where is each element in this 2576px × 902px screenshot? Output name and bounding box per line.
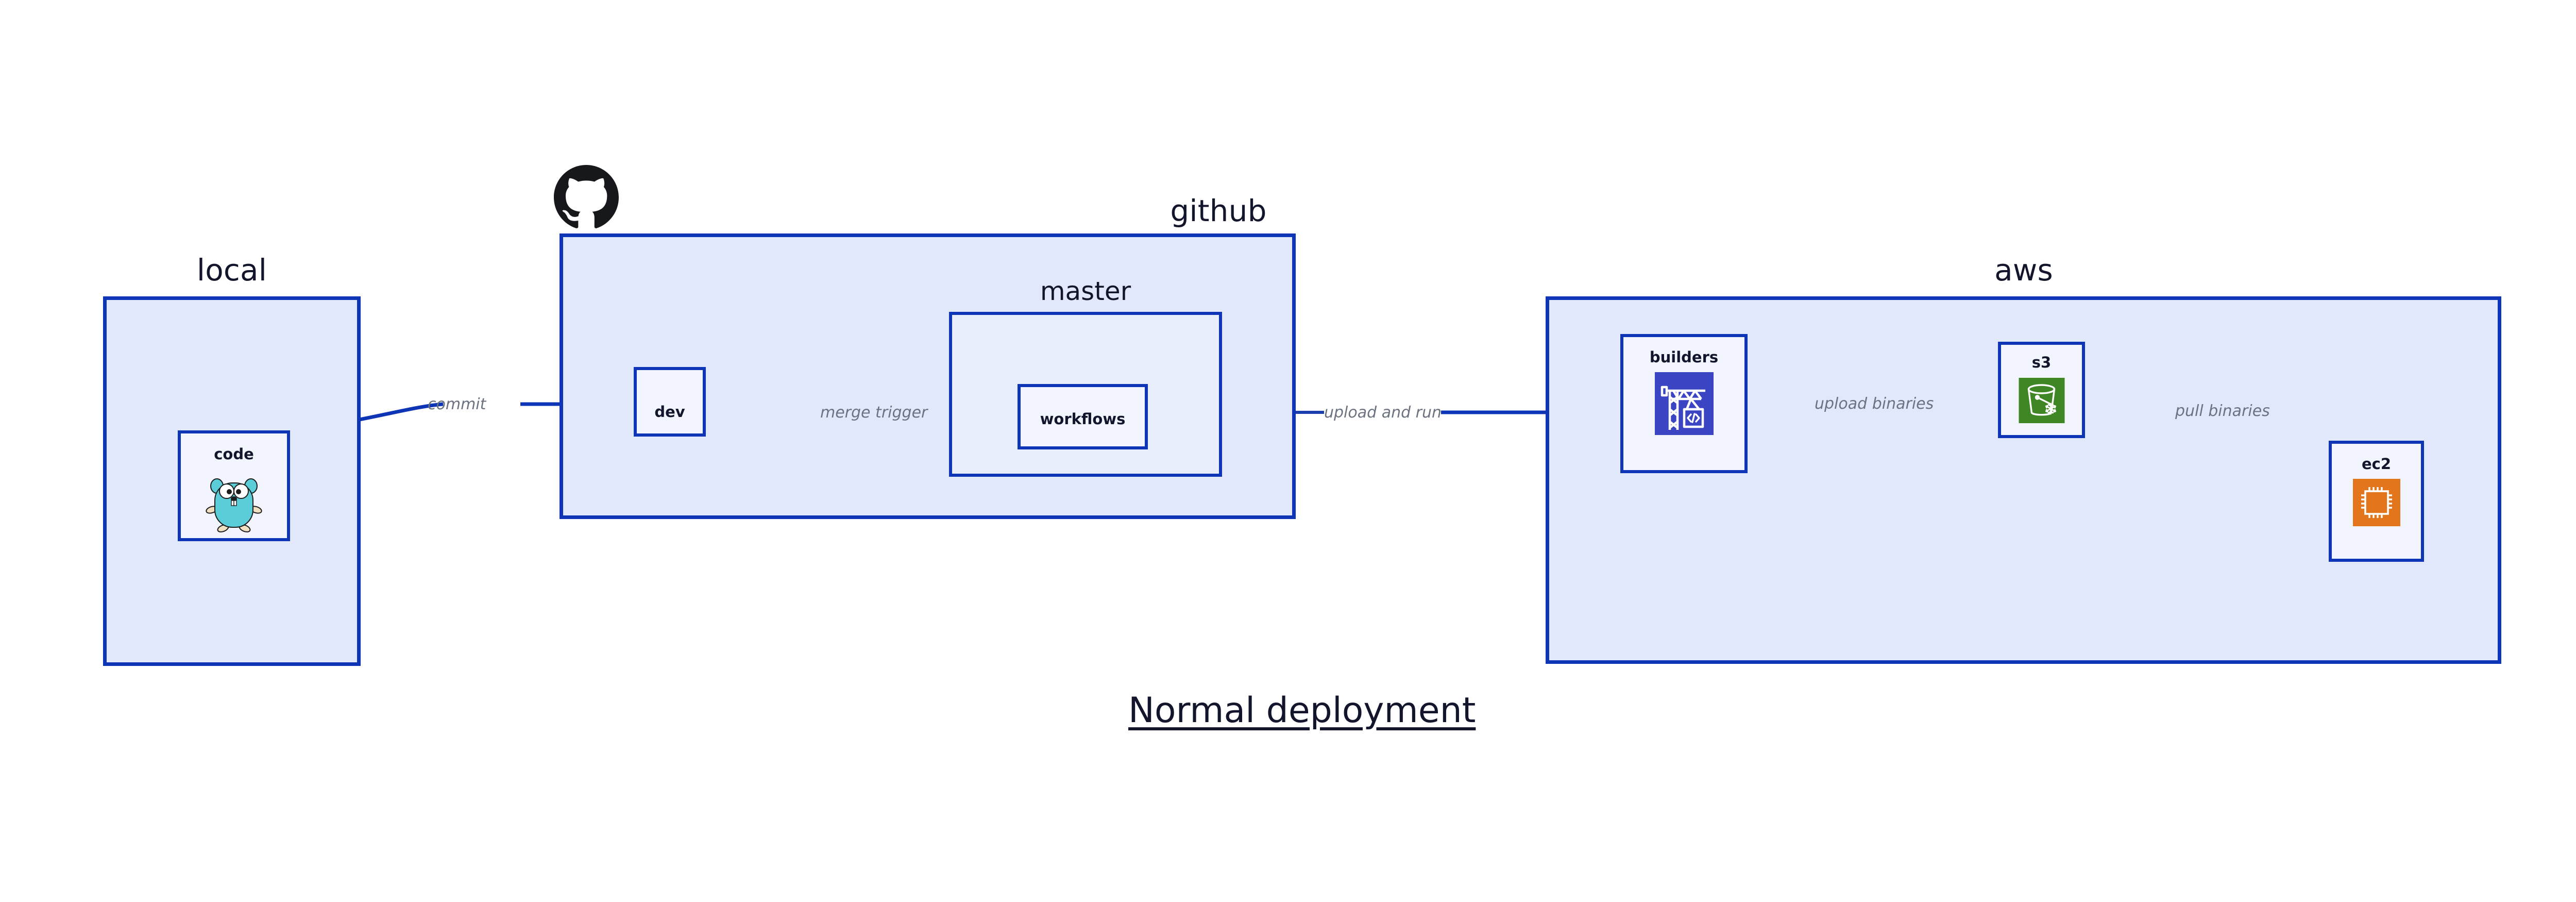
node-dev[interactable]: dev <box>634 367 706 437</box>
go-gopher-icon <box>206 471 262 532</box>
node-label-builders: builders <box>1649 348 1719 366</box>
subgroup-title-master: master <box>1040 276 1131 306</box>
cpu-chip-icon <box>2352 479 2400 526</box>
node-label-dev: dev <box>654 403 685 421</box>
node-label-ec2: ec2 <box>2361 455 2392 473</box>
diagram-caption: Normal deployment <box>1128 690 1476 731</box>
edge-label-upload-and-run: upload and run <box>1324 404 1442 422</box>
edge-label-commit: commit <box>428 395 486 413</box>
node-builders[interactable]: builders <box>1620 334 1748 473</box>
group-title-local: local <box>196 253 267 288</box>
node-workflows[interactable]: workflows <box>1018 384 1148 449</box>
node-code[interactable]: code <box>178 430 290 541</box>
edge-label-pull-binaries: pull binaries <box>2175 402 2270 420</box>
group-title-aws: aws <box>1994 253 2053 288</box>
s3-bucket-icon <box>2019 378 2064 423</box>
node-label-workflows: workflows <box>1040 410 1126 428</box>
node-s3[interactable]: s3 <box>1998 342 2085 438</box>
crane-code-icon <box>1654 372 1714 435</box>
group-title-github: github <box>1170 193 1267 228</box>
edge-label-upload-binaries: upload binaries <box>1815 395 1934 413</box>
node-label-code: code <box>214 445 254 463</box>
node-label-s3: s3 <box>2031 354 2052 371</box>
github-octocat-icon <box>554 165 619 230</box>
node-ec2[interactable]: ec2 <box>2329 441 2424 562</box>
edge-label-merge-trigger: merge trigger <box>820 404 928 422</box>
